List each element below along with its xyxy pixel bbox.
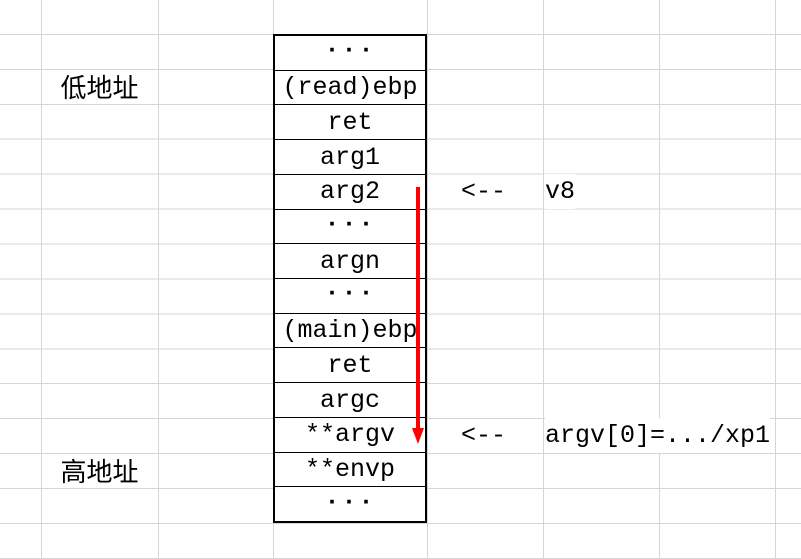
stack-cell: (read)ebp xyxy=(275,69,425,105)
annotation-v8-label: v8 xyxy=(545,174,576,209)
stack-cell: ... xyxy=(275,273,425,313)
stack-cell: **envp xyxy=(275,451,425,487)
stack-growth-arrow xyxy=(416,187,420,428)
left-arrow-pointer-text: <-- xyxy=(461,177,507,206)
stack-cell: **argv xyxy=(275,416,425,452)
stack-cell-text: argn xyxy=(319,246,380,276)
address-label-low: 低地址 xyxy=(60,74,139,103)
stack-cell: ret xyxy=(275,347,425,382)
stack-cell-text: argc xyxy=(319,385,380,415)
stack-cell: arg2 xyxy=(275,173,425,209)
stack-cell: (main)ebp xyxy=(275,312,425,348)
stack-growth-arrow-head-icon xyxy=(412,428,424,444)
stack-cell: ... xyxy=(275,30,425,70)
grid-vline xyxy=(41,0,42,559)
stack-cell-text: **envp xyxy=(304,454,395,484)
grid-vline xyxy=(543,0,544,559)
grid-vline xyxy=(427,0,428,559)
stack-cell-text: ... xyxy=(324,30,376,60)
address-label-high: 高地址 xyxy=(60,458,139,487)
stack-cell-text: arg1 xyxy=(319,142,380,172)
stack-cell-text: ret xyxy=(327,350,373,380)
stack-cell-text: ... xyxy=(324,273,376,303)
grid-vline xyxy=(158,0,159,559)
left-arrow-pointer-text: <-- xyxy=(461,421,507,450)
stack-cell-text: ... xyxy=(324,482,376,512)
stack-cell-text: ... xyxy=(324,204,376,234)
stack-cell-text: (read)ebp xyxy=(282,73,418,103)
stack-cell: argc xyxy=(275,382,425,417)
stack-cell-text: **argv xyxy=(304,420,395,450)
grid-vline xyxy=(775,0,776,559)
stack-cell: ret xyxy=(275,104,425,139)
stack-cell: ... xyxy=(275,204,425,244)
stack-cell: arg1 xyxy=(275,139,425,174)
stack-cell-text: (main)ebp xyxy=(282,316,418,346)
stack-cell: argn xyxy=(275,243,425,278)
annotation-argv0-label: argv[0]=.../xp1 xyxy=(545,418,771,453)
grid-vline xyxy=(659,0,660,559)
stack-cell-text: ret xyxy=(327,107,373,137)
stack-cell: ... xyxy=(275,482,425,521)
stack-cell-text: arg2 xyxy=(319,177,380,207)
